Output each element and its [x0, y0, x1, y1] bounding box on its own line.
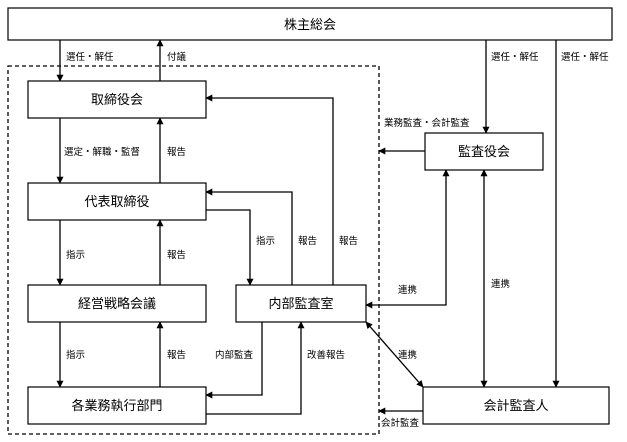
strategy-meeting-box: 経営戦略会議 — [27, 284, 207, 323]
accounting-auditor-label: 会計監査人 — [483, 398, 548, 414]
board-label: 取締役会 — [91, 92, 143, 108]
representative-label: 代表取締役 — [84, 194, 149, 210]
label-agenda: 付議 — [167, 51, 187, 63]
label-select-dismiss-supervise: 選定・解職・監督 — [64, 146, 140, 158]
strategy-meeting-label: 経営戦略会議 — [78, 296, 156, 312]
auditors-board-box: 監査役会 — [424, 132, 544, 171]
label-coop-internal-accounting: 連携 — [398, 349, 417, 361]
departments-label: 各業務執行部門 — [71, 398, 162, 414]
internal-audit-box: 内部監査室 — [235, 284, 367, 323]
departments-box: 各業務執行部門 — [27, 386, 207, 425]
company-boundary — [7, 65, 380, 435]
label-elect-dismiss-auditors: 選任・解任 — [491, 51, 539, 63]
label-report-strategy-rep: 報告 — [167, 249, 186, 261]
label-improvement-report: 改善報告 — [307, 349, 345, 361]
internal-audit-label: 内部監査室 — [268, 296, 333, 312]
arrow-report-internal-rep — [205, 188, 293, 285]
shareholders-box: 株主総会 — [7, 7, 613, 41]
board-box: 取締役会 — [27, 80, 207, 119]
arrow-improvement-report — [206, 321, 305, 415]
label-instruct-strategy: 指示 — [66, 249, 85, 261]
shareholders-label: 株主総会 — [284, 18, 336, 33]
arrow-instruct-internal — [206, 209, 254, 286]
arrow-coop-internal-accounting — [365, 321, 424, 388]
label-report-internal-rep: 報告 — [298, 235, 317, 247]
representative-box: 代表取締役 — [27, 182, 207, 221]
auditors-board-label: 監査役会 — [458, 144, 510, 160]
label-coop-auditors-accounting: 連携 — [491, 278, 510, 290]
accounting-auditor-box: 会計監査人 — [422, 386, 610, 425]
arrow-coop-internal-auditors — [365, 169, 450, 309]
label-elect-dismiss-board: 選任・解任 — [66, 51, 114, 63]
label-elect-dismiss-accounting: 選任・解任 — [561, 51, 609, 63]
label-report-dept-strategy: 報告 — [167, 349, 186, 361]
label-business-accounting-audit: 業務監査・会計監査 — [384, 117, 470, 129]
label-internal-audit: 内部監査 — [215, 349, 254, 361]
label-instruct-dept: 指示 — [66, 349, 85, 361]
label-report-internal-board: 報告 — [339, 235, 358, 247]
arrow-report-internal-board — [205, 94, 334, 285]
label-report-rep-board: 報告 — [167, 146, 186, 158]
label-accounting-audit: 会計監査 — [381, 417, 420, 429]
label-instruct-internal: 指示 — [256, 235, 275, 247]
arrow-internal-audit-dept — [205, 322, 263, 399]
label-coop-internal-auditors: 連携 — [398, 284, 417, 296]
